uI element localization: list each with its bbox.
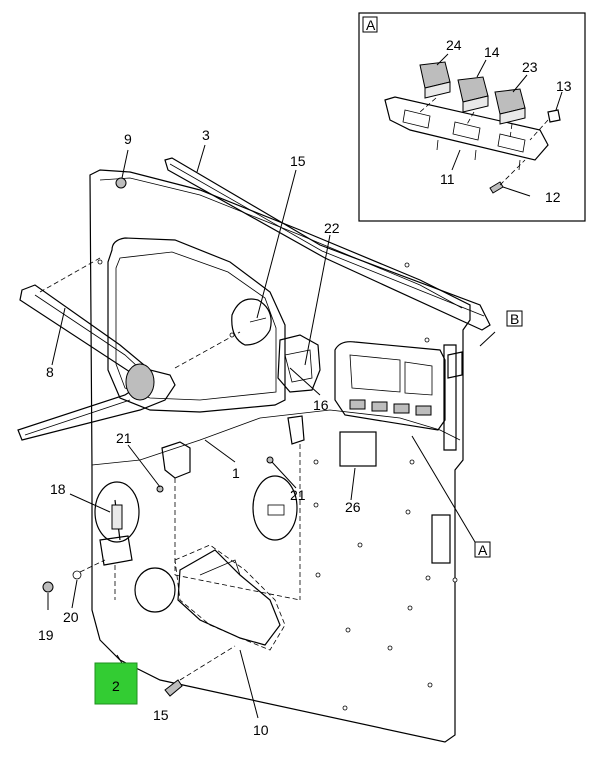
view-label-a: A bbox=[474, 541, 491, 558]
regulator-assembly bbox=[174, 544, 301, 651]
screw-part-21-left bbox=[156, 485, 164, 493]
view-label-b: B bbox=[506, 310, 523, 327]
callout-2: 2 bbox=[112, 678, 120, 694]
switch-part-24 bbox=[419, 61, 451, 113]
callout-19: 19 bbox=[38, 627, 54, 643]
callout-13: 13 bbox=[556, 78, 572, 94]
svg-text:B: B bbox=[510, 311, 519, 327]
switch-part-14 bbox=[457, 76, 489, 127]
switch-part-23 bbox=[494, 88, 526, 139]
side-channel bbox=[443, 344, 463, 451]
nut-part-19 bbox=[42, 581, 54, 593]
bracket-right bbox=[287, 415, 305, 600]
svg-text:A: A bbox=[478, 542, 488, 558]
callout-12: 12 bbox=[545, 189, 561, 205]
callout-10: 10 bbox=[253, 722, 269, 738]
highlighted-callout-2: 2 bbox=[94, 662, 138, 705]
screw-part-15-bottom bbox=[164, 645, 236, 697]
latch-rod-part-18 bbox=[99, 499, 133, 600]
detail-a-box: A bbox=[358, 12, 586, 222]
detail-a-label: A bbox=[366, 17, 376, 33]
callout-21-right: 21 bbox=[290, 487, 306, 503]
leader-lines bbox=[47, 53, 563, 719]
label-plate-part-26 bbox=[339, 431, 377, 467]
window-opening bbox=[107, 237, 286, 413]
callout-8: 8 bbox=[46, 364, 54, 380]
washer-part-20 bbox=[72, 559, 106, 580]
callout-15-top: 15 bbox=[290, 153, 306, 169]
handle-cup-part-22 bbox=[277, 334, 321, 393]
callout-11: 11 bbox=[440, 171, 455, 187]
bracket-left bbox=[161, 441, 191, 575]
callout-26: 26 bbox=[345, 499, 361, 515]
callout-16: 16 bbox=[313, 397, 329, 413]
mirror-cover-part-15 bbox=[231, 298, 272, 346]
grab-handle-part-8 bbox=[17, 257, 241, 441]
callout-23: 23 bbox=[522, 59, 538, 75]
callout-24: 24 bbox=[446, 37, 462, 53]
callout-1: 1 bbox=[232, 465, 240, 481]
callout-21-left: 21 bbox=[116, 430, 132, 446]
panel-cutout bbox=[431, 514, 451, 564]
callout-20: 20 bbox=[63, 609, 79, 625]
callout-3: 3 bbox=[202, 127, 210, 143]
weatherstrip-part-3 bbox=[164, 157, 491, 331]
callout-15-bottom: 15 bbox=[153, 707, 169, 723]
door-trim-panel bbox=[89, 169, 471, 743]
screw-part-21-right bbox=[266, 456, 274, 464]
panel-screw-holes bbox=[97, 259, 458, 711]
callout-18: 18 bbox=[50, 481, 66, 497]
callout-9: 9 bbox=[124, 131, 132, 147]
callout-14: 14 bbox=[484, 44, 500, 60]
switch-bezel-assembly bbox=[334, 341, 446, 431]
callout-22: 22 bbox=[324, 220, 340, 236]
plug-part-9 bbox=[115, 177, 127, 189]
access-holes bbox=[94, 475, 298, 613]
